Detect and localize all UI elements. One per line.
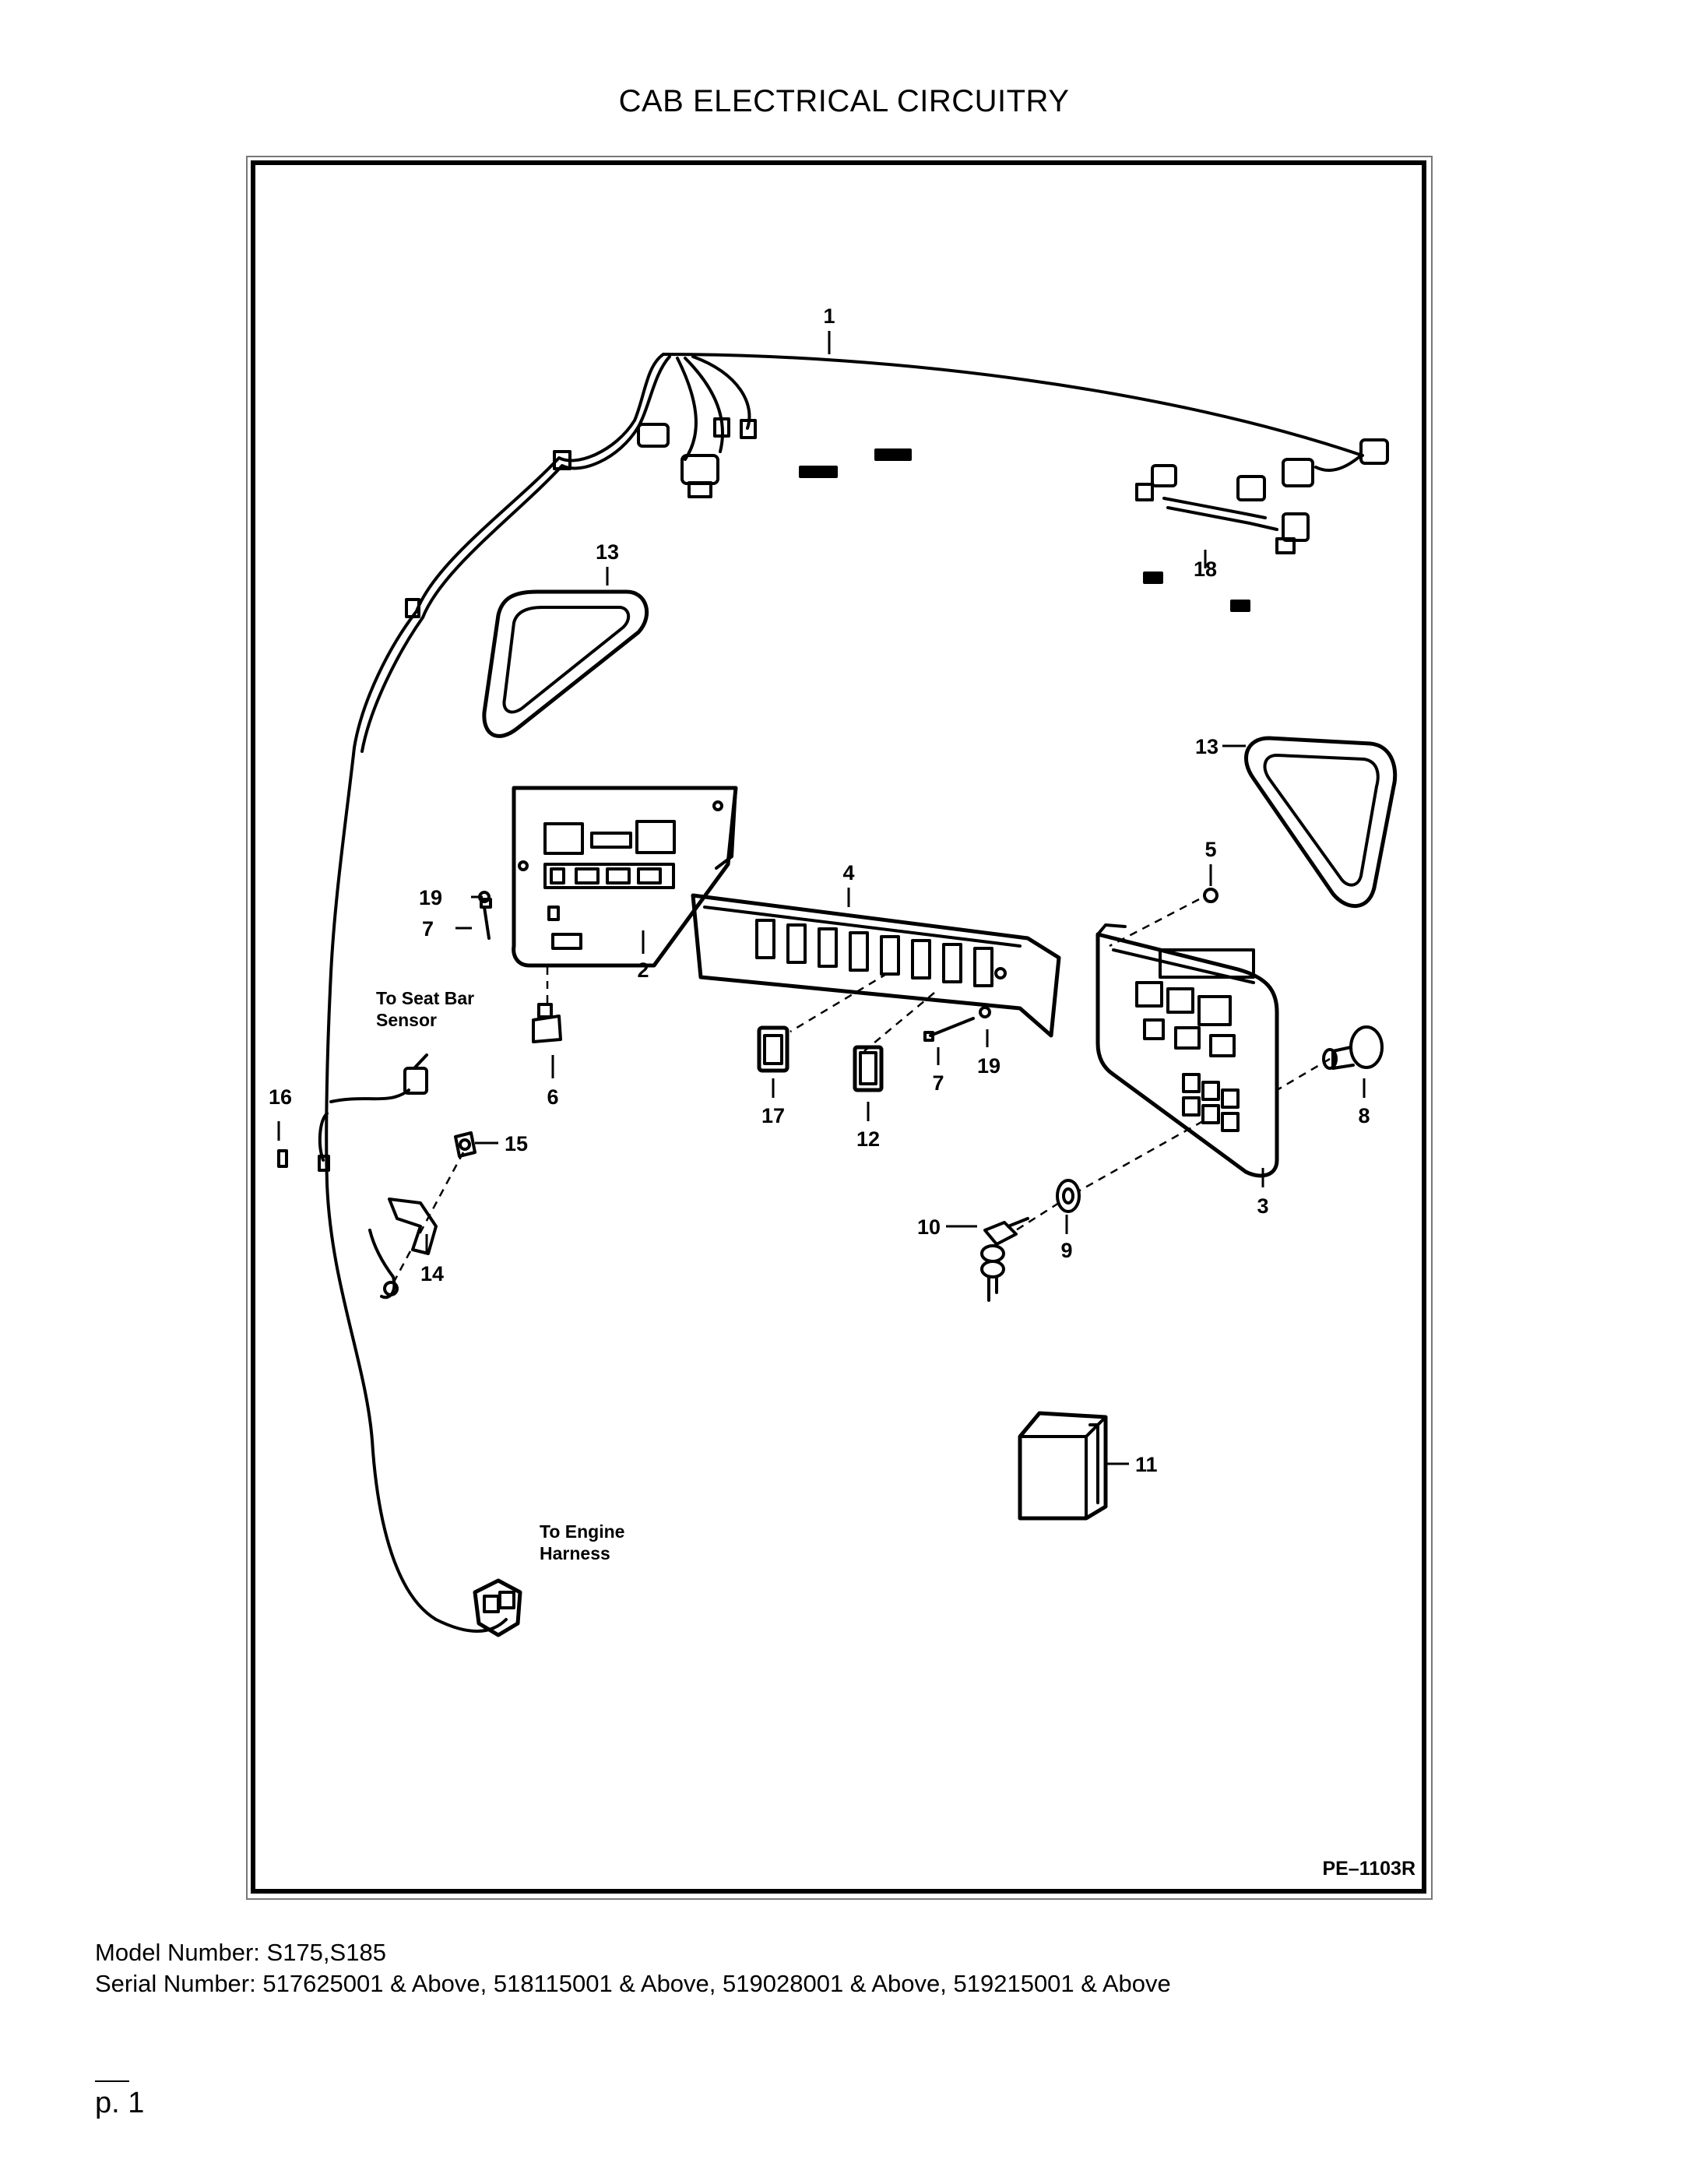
callout-11: 11 [1135, 1453, 1158, 1476]
callout-5: 5 [1204, 838, 1216, 861]
callout-3: 3 [1257, 1194, 1268, 1218]
instrument-panel-right [1095, 923, 1279, 1178]
callout-7-left: 7 [422, 917, 434, 941]
note-engine-line2: Harness [540, 1543, 610, 1563]
switch-panel-left [512, 786, 738, 968]
plug [532, 1003, 562, 1043]
screw [1203, 888, 1219, 903]
note-seat-bar-line1: To Seat Bar [376, 988, 474, 1008]
callout-16: 16 [269, 1085, 292, 1109]
callout-19-left: 19 [419, 886, 442, 909]
figure-reference: PE–1103R [1322, 1858, 1415, 1880]
callout-19-center: 19 [977, 1054, 1000, 1078]
page-number: p. 1 [95, 2087, 145, 2119]
assembly-lines [392, 898, 1331, 1284]
switch-bar-center [691, 893, 1061, 1038]
footer-rule [95, 2080, 129, 2082]
callout-4: 4 [842, 861, 854, 885]
note-engine-line1: To Engine [540, 1521, 624, 1542]
callout-9: 9 [1060, 1239, 1072, 1262]
serial-number: Serial Number: 517625001 & Above, 518115… [95, 1970, 1171, 1997]
callout-2: 2 [637, 958, 649, 982]
control-module [1018, 1411, 1108, 1521]
bolt-left [480, 898, 492, 940]
nut [1056, 1179, 1081, 1213]
page-title: CAB ELECTRICAL CIRCUITRY [618, 84, 1070, 118]
callout-10: 10 [917, 1215, 941, 1239]
engine-harness-connector [473, 1578, 522, 1637]
leader-lines [277, 331, 1366, 1465]
model-number: Model Number: S175,S185 [95, 1939, 386, 1966]
switch-blank [853, 1045, 884, 1092]
wire-harness [325, 353, 1364, 1633]
callout-6: 6 [547, 1085, 558, 1109]
callout-18: 18 [1194, 557, 1217, 581]
callout-14: 14 [420, 1262, 444, 1285]
trim-ring-right [1244, 736, 1398, 908]
callout-8: 8 [1358, 1104, 1370, 1127]
bolt-center [923, 1017, 975, 1042]
callout-13-right: 13 [1195, 735, 1219, 758]
callout-13-left: 13 [596, 540, 619, 564]
callout-12: 12 [856, 1127, 880, 1151]
knob [1322, 1025, 1384, 1070]
seat-bar-connector [329, 1053, 428, 1103]
washer-center [979, 1006, 991, 1018]
bracket [368, 1198, 438, 1299]
callout-1: 1 [823, 304, 835, 328]
trim-ring-left [482, 589, 649, 738]
harness-connectors-right [1135, 438, 1389, 612]
callout-17: 17 [761, 1104, 785, 1127]
seat-sensor [277, 1112, 330, 1172]
figure-frame-outer [246, 156, 1433, 1900]
note-seat-bar-line2: Sensor [376, 1010, 437, 1030]
callout-15: 15 [505, 1132, 528, 1155]
ground-stud [454, 1131, 477, 1158]
rocker-switch [757, 1025, 789, 1073]
callout-7-center: 7 [932, 1071, 944, 1095]
key-switch [980, 1217, 1029, 1302]
harness-connectors-left [405, 417, 912, 618]
figure-frame [251, 160, 1426, 1894]
